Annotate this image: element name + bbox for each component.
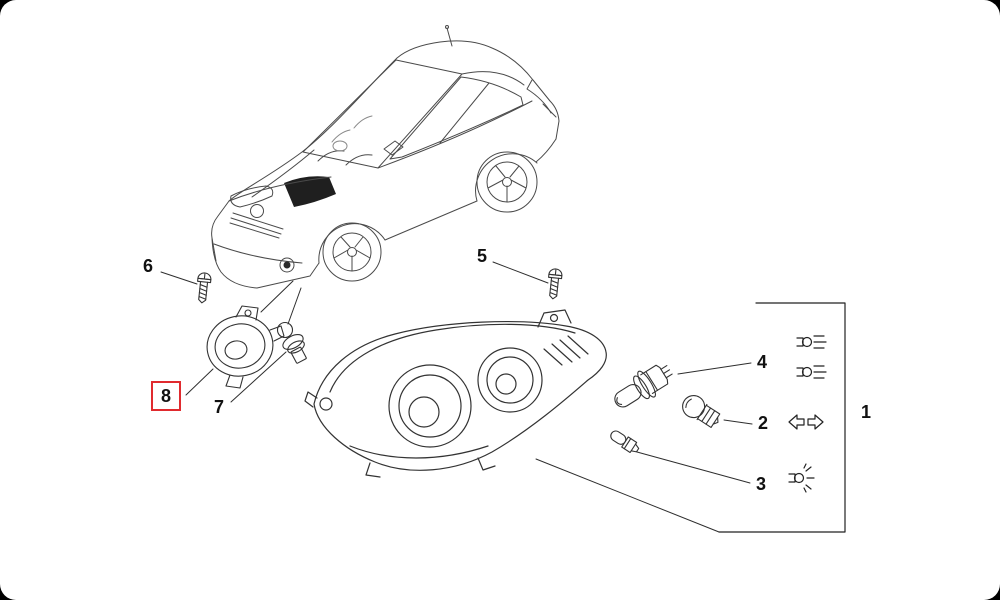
mounting-screw-drawing-5 (545, 267, 564, 301)
position-lamp-icon (788, 463, 815, 493)
part-label-1[interactable]: 1 (860, 402, 872, 422)
fog-lamp-drawing (206, 305, 285, 389)
leader-lines (160, 261, 753, 533)
mounting-screw-drawing-6 (194, 271, 213, 305)
low-beam-bulb-icon (796, 365, 827, 379)
bayonet-bulb-drawing (682, 395, 721, 428)
turn-signal-arrows-icon (788, 414, 824, 430)
part-label-4[interactable]: 4 (756, 352, 768, 372)
wedge-bulb-drawing (610, 430, 640, 454)
high-beam-bulb-icon (796, 335, 827, 349)
car-wireframe-illustration (211, 25, 560, 289)
part-label-6[interactable]: 6 (142, 256, 154, 276)
part-label-5[interactable]: 5 (476, 246, 488, 266)
fog-lamp-bulb-drawing (276, 321, 307, 364)
part-label-7[interactable]: 7 (213, 397, 225, 417)
bulb-functions-bracket (718, 302, 846, 533)
halogen-bulb-drawing (614, 364, 673, 408)
part-label-3[interactable]: 3 (755, 474, 767, 494)
headlamp-assembly-drawing (304, 309, 607, 478)
part-label-2[interactable]: 2 (757, 413, 769, 433)
part-label-8[interactable]: 8 (150, 381, 182, 411)
